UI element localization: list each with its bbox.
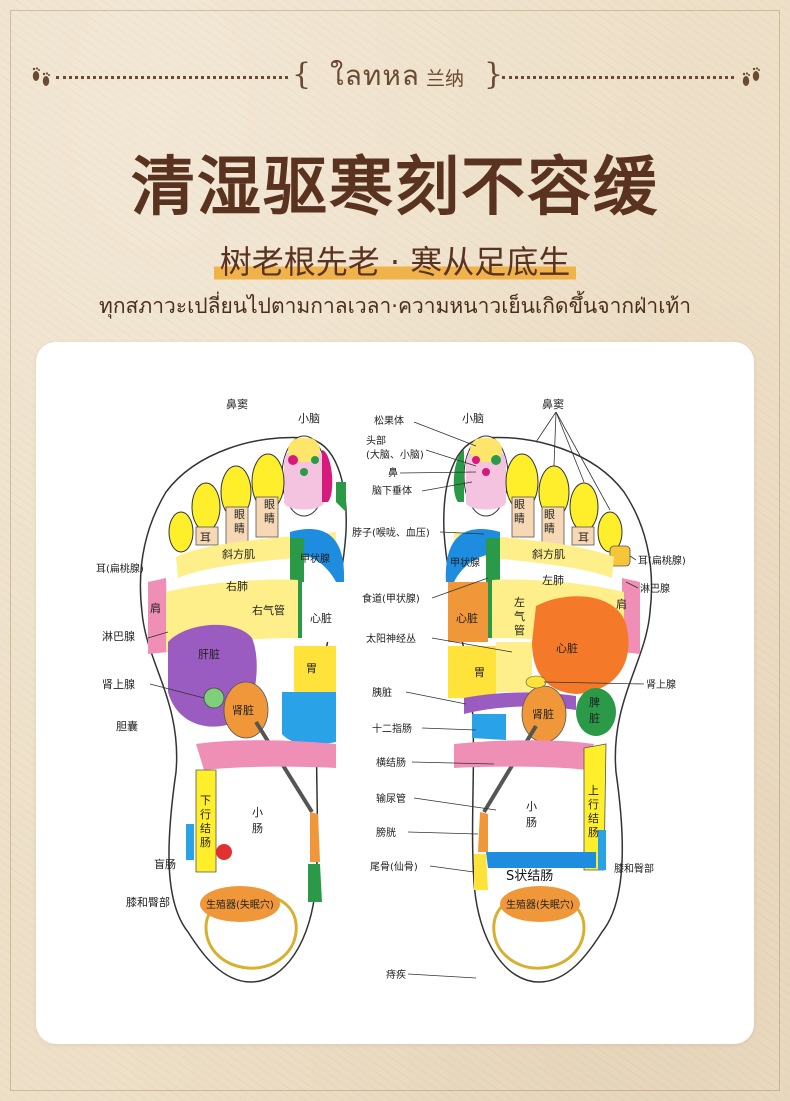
dotted-divider-left bbox=[56, 76, 288, 79]
zone-ascending-colon-2: 行 bbox=[200, 808, 211, 821]
zone-thyroid-left: 甲状腺 bbox=[300, 552, 330, 565]
label-gallbladder-left: 胆囊 bbox=[116, 719, 138, 733]
page-title: 清湿驱寒刻不容缓 bbox=[131, 151, 659, 225]
page-subtitle: 树老根先老 · 寒从足底生 bbox=[213, 240, 577, 284]
zone-left-bronchus-1: 左 bbox=[514, 596, 525, 609]
zone-heart-right: 心脏 bbox=[556, 642, 578, 655]
zone-ascending-colon-1: 下 bbox=[200, 794, 211, 807]
zone-small-intestine-2-left: 肠 bbox=[252, 822, 263, 835]
zone-stomach-right: 胃 bbox=[474, 666, 485, 679]
zone-descending-colon-4: 肠 bbox=[588, 826, 599, 839]
label-neck: 脖子(喉咙、血压) bbox=[352, 526, 430, 539]
brand-thai: ใลทหล bbox=[330, 59, 420, 92]
leader-lines bbox=[147, 411, 645, 979]
zone-heart-right-small: 心脏 bbox=[456, 612, 478, 625]
label-pituitary: 脑下垂体 bbox=[372, 484, 412, 497]
footprints-icon bbox=[742, 67, 760, 86]
zone-eye1-right: 眼 bbox=[514, 498, 525, 511]
label-sinus-left: 鼻窦 bbox=[226, 397, 248, 411]
label-cerebellum-right: 小脑 bbox=[462, 412, 484, 425]
label-adrenal-left: 肾上腺 bbox=[102, 677, 135, 691]
zone-eye2-right: 眼 bbox=[544, 508, 555, 521]
label-solar-plexus: 太阳神经丛 bbox=[366, 632, 416, 645]
zone-ear-left: 耳 bbox=[200, 531, 211, 544]
zone-kidney-left: 肾脏 bbox=[232, 704, 254, 717]
zone-stomach-left: 胃 bbox=[306, 662, 317, 675]
zone-ear-right: 耳 bbox=[578, 531, 589, 544]
zone-trapezius-right: 斜方肌 bbox=[532, 547, 565, 561]
label-head-1: 头部 bbox=[366, 434, 386, 447]
zone-kidney-right: 肾脏 bbox=[532, 708, 554, 721]
label-knee-hip-right: 膝和臀部 bbox=[614, 862, 654, 875]
right-foot bbox=[443, 435, 653, 983]
zone-eye2b-right: 睛 bbox=[544, 522, 555, 535]
zone-s-colon: S状结肠 bbox=[506, 869, 553, 884]
zone-shoulder-left: 肩 bbox=[150, 601, 161, 615]
label-cerebellum-left: 小脑 bbox=[298, 412, 320, 425]
zone-genitals-left: 生殖器(失眠穴) bbox=[206, 898, 274, 911]
foot-reflexology-diagram: 鼻窦 小脑 耳(扁桃腺) 淋巴腺 肾上腺 胆囊 盲肠 膝和臀部 眼 睛 眼 睛 … bbox=[96, 397, 686, 983]
brand-chinese: 兰纳 bbox=[425, 68, 464, 90]
label-knee-hip-left: 膝和臀部 bbox=[126, 895, 170, 909]
label-duodenum: 十二指肠 bbox=[372, 722, 412, 735]
zone-left-lung: 左肺 bbox=[542, 574, 564, 587]
label-lymph-left: 淋巴腺 bbox=[102, 629, 135, 643]
zone-liver: 肝脏 bbox=[198, 648, 220, 661]
label-sinus-right: 鼻窦 bbox=[542, 397, 564, 411]
zone-spleen-2: 脏 bbox=[589, 712, 600, 725]
label-lymph-right: 淋巴腺 bbox=[640, 582, 670, 595]
label-pineal: 松果体 bbox=[374, 414, 404, 427]
zone-left-bronchus-2: 气 bbox=[514, 609, 525, 623]
brand-logo: ใลทหล兰纳 bbox=[312, 60, 482, 96]
label-head-2: (大脑、小脑) bbox=[366, 448, 424, 461]
zone-eye1-left: 眼 bbox=[234, 508, 245, 521]
zone-heart-left: 心脏 bbox=[310, 612, 332, 625]
zone-descending-colon-1: 上 bbox=[588, 784, 599, 797]
zone-genitals-right: 生殖器(失眠穴) bbox=[506, 898, 574, 911]
label-coccyx: 尾骨(仙骨) bbox=[370, 860, 418, 873]
zone-descending-colon-2: 行 bbox=[588, 798, 599, 811]
thai-caption: ทุกสภาวะเปลี่ยนไปตามกาลเวลา·ความหนาวเย็น… bbox=[98, 294, 692, 318]
right-foot-labels: 松果体 头部 (大脑、小脑) 鼻 脑下垂体 脖子(喉咙、血压) 食道(甲状腺) … bbox=[352, 397, 686, 981]
zone-descending-colon-3: 结 bbox=[588, 812, 599, 825]
label-hemorrhoid: 痔疾 bbox=[386, 968, 406, 981]
label-ear-tonsil-right: 耳(扁桃腺) bbox=[638, 554, 686, 567]
zone-left-bronchus-3: 管 bbox=[514, 623, 525, 637]
left-foot-labels: 鼻窦 小脑 耳(扁桃腺) 淋巴腺 肾上腺 胆囊 盲肠 膝和臀部 眼 睛 眼 睛 … bbox=[96, 397, 332, 911]
zone-eye1b-left: 睛 bbox=[234, 522, 245, 535]
brace-right: } bbox=[484, 57, 504, 92]
zone-small-intestine-1-right: 小 bbox=[526, 800, 537, 813]
brand-header: { ใลทหล兰纳 } bbox=[0, 56, 790, 100]
zone-spleen-1: 脾 bbox=[589, 695, 600, 709]
dotted-divider-right bbox=[502, 76, 734, 79]
reflexology-chart-card: 鼻窦 小脑 耳(扁桃腺) 淋巴腺 肾上腺 胆囊 盲肠 膝和臀部 眼 睛 眼 睛 … bbox=[36, 342, 754, 1044]
label-esophagus: 食道(甲状腺) bbox=[362, 592, 420, 605]
zone-eye2b-left: 睛 bbox=[264, 512, 275, 525]
zone-eye1b-right: 睛 bbox=[514, 512, 525, 525]
label-transverse-colon: 横结肠 bbox=[376, 756, 406, 769]
label-adrenal-right: 肾上腺 bbox=[646, 678, 676, 691]
brace-left: { bbox=[292, 57, 312, 92]
zone-ascending-colon-4: 肠 bbox=[200, 836, 211, 849]
zone-right-bronchus: 右气管 bbox=[252, 603, 285, 617]
footprints-icon bbox=[32, 67, 50, 86]
zone-shoulder-right: 肩 bbox=[616, 597, 627, 611]
label-ureter: 输尿管 bbox=[376, 792, 406, 805]
zone-small-intestine-2-right: 肠 bbox=[526, 816, 537, 829]
zone-thyroid-right: 甲状腺 bbox=[450, 556, 480, 569]
label-rectum-left: 盲肠 bbox=[154, 857, 176, 871]
zone-small-intestine-1-left: 小 bbox=[252, 806, 263, 819]
label-ear-tonsil-left: 耳(扁桃腺) bbox=[96, 562, 144, 575]
label-pancreas: 胰脏 bbox=[372, 686, 392, 699]
left-foot bbox=[139, 435, 347, 983]
label-bladder: 膀胱 bbox=[376, 826, 396, 839]
label-nose: 鼻 bbox=[388, 466, 398, 479]
zone-right-lung: 右肺 bbox=[226, 579, 248, 593]
subtitle-wrap: 树老根先老 · 寒从足底生 bbox=[0, 240, 790, 284]
zone-trapezius-left: 斜方肌 bbox=[222, 547, 255, 561]
page-frame bbox=[10, 10, 780, 1091]
zone-eye2-left: 眼 bbox=[264, 498, 275, 511]
zone-ascending-colon-3: 结 bbox=[200, 822, 211, 835]
